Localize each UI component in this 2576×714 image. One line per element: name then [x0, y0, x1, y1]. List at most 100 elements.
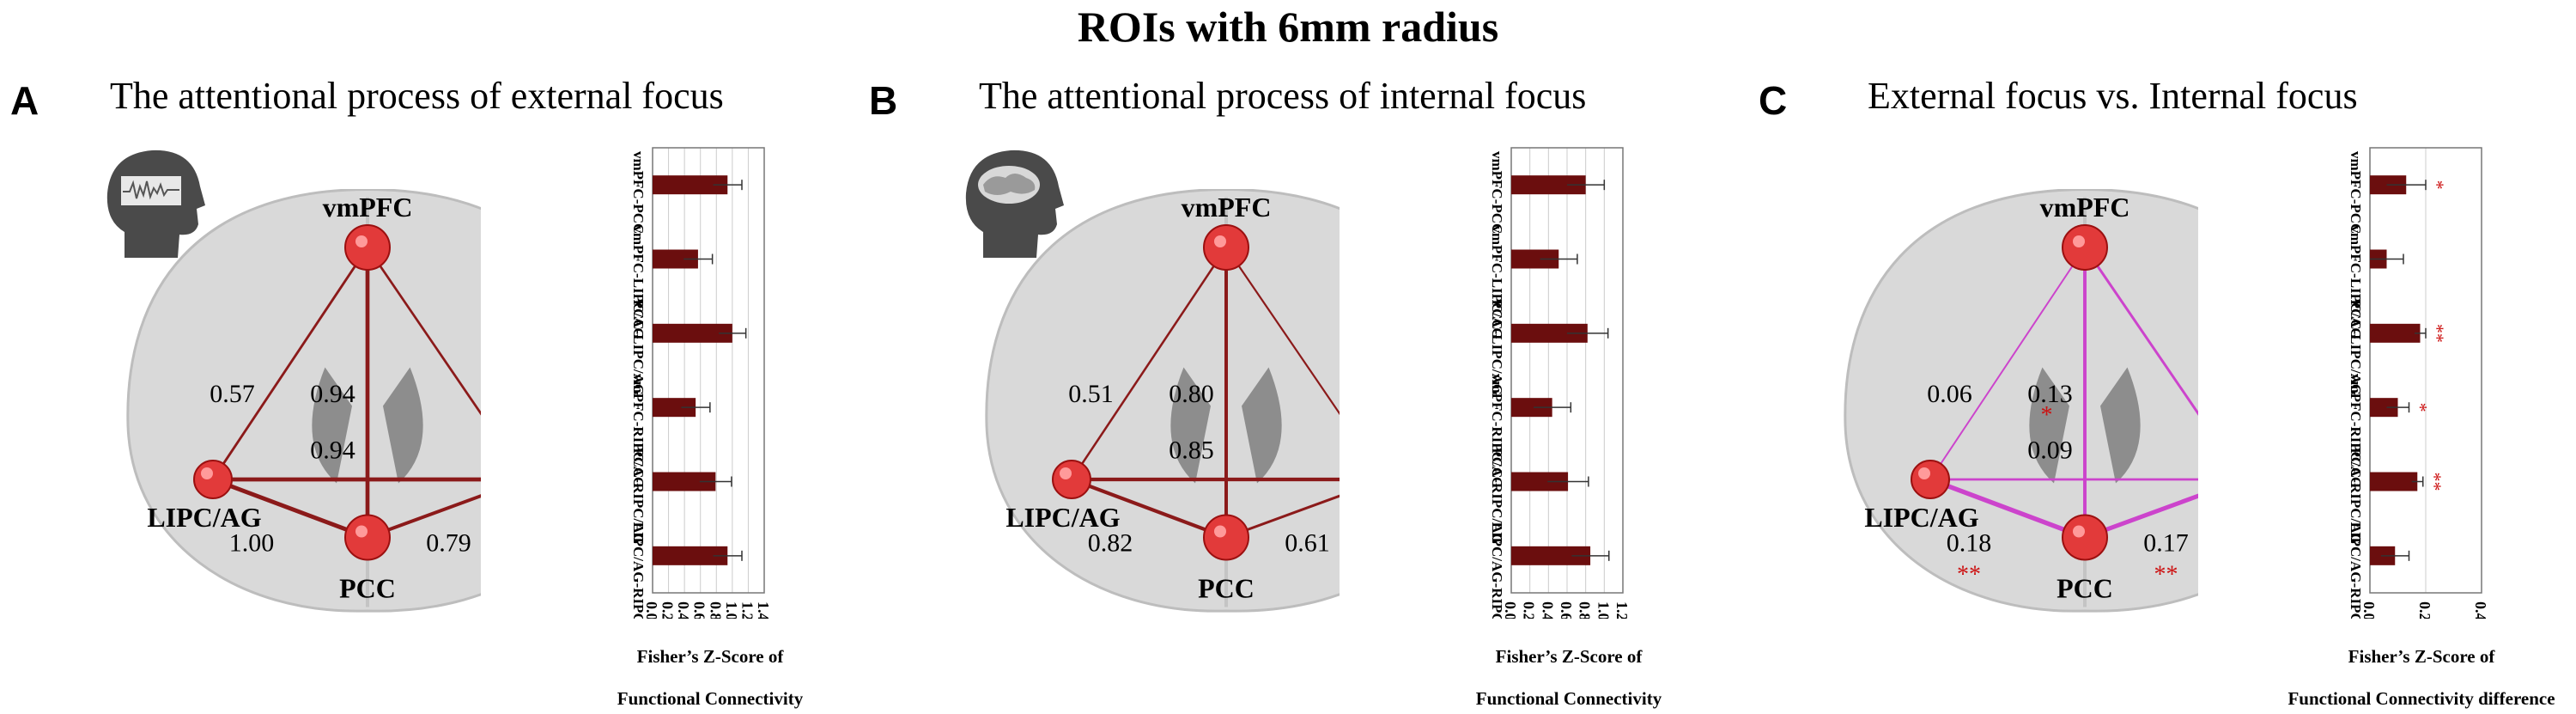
category-label: vmPFC-RIPC/AG: [2348, 374, 2364, 488]
node-label-vmpfc: vmPFC: [1182, 192, 1272, 223]
category-label: vmPFC-PCC: [630, 151, 647, 234]
tick-label: 0.0: [643, 601, 660, 619]
brain-network: vmPFCLIPC/AGRIPC/AGPCC0.510.800.440.850.…: [985, 189, 1340, 613]
edge-value-label: 0.51: [1068, 380, 1114, 408]
edge-value-label: 0.79: [426, 528, 471, 557]
tick-label: 1.0: [1595, 601, 1612, 619]
tick-label: 0.4: [1539, 601, 1556, 619]
category-label: vmPFC-PCC: [2348, 151, 2364, 234]
node-left: [193, 460, 233, 499]
edge-vmpfc-ripcag: [366, 246, 481, 416]
category-label: LIPC/AG-RIPC/AG: [630, 522, 647, 619]
brain-silhouette: [1844, 189, 2198, 613]
edge-pcc-lipcag: [1069, 477, 1229, 540]
panel-a: A The attentional process of external fo…: [0, 60, 859, 714]
bar: [653, 546, 728, 565]
edge-pcc-ripcag: [2082, 493, 2198, 540]
head-brainwave-icon: [106, 150, 205, 258]
tick-label: 1.4: [755, 601, 772, 619]
node-highlight: [355, 525, 368, 538]
significance-marker: *: [2041, 402, 2053, 429]
edge-value-label: 0.85: [1169, 436, 1214, 464]
bar: [2370, 398, 2398, 418]
node-top: [1203, 224, 1249, 271]
node-highlight: [1060, 467, 1072, 479]
node-label-lipc: LIPC/AG: [147, 502, 261, 533]
bar: [1511, 249, 1559, 269]
edge-pcc-ripcag: [366, 494, 481, 540]
category-label: vmPFC-LIPC/AG: [2348, 225, 2364, 339]
bar: [653, 175, 728, 195]
tick-label: 0.2: [659, 601, 677, 619]
bar: [1511, 175, 1586, 195]
x-axis-label-line2: Functional Connectivity difference: [2287, 688, 2555, 709]
brain-group: vmPFCLIPC/AGRIPC/AGPCC0.510.800.440.850.…: [985, 189, 1340, 613]
edge-vmpfc-lipcag: [1929, 247, 2086, 480]
edge-pcc-lipcag: [210, 477, 370, 540]
brain-ventricle-right: [1242, 367, 1282, 484]
bar-chart: vmPFC-PCC*vmPFC-LIPC/AGPCC-LIPC/AG**vmPF…: [2348, 147, 2489, 619]
node-label-pcc: PCC: [1198, 573, 1255, 604]
x-axis-label-line1: Fisher’s Z-Score of: [2348, 646, 2495, 667]
bar-chart: vmPFC-PCCvmPFC-LIPC/AGPCC-LIPC/AGvmPFC-R…: [630, 147, 772, 619]
tick-label: 0.0: [1502, 601, 1519, 619]
tick-label: 1.2: [738, 601, 756, 619]
node-highlight: [1214, 525, 1226, 538]
bar: [1511, 472, 1569, 491]
bar: [2370, 323, 2421, 343]
node-highlight: [1918, 467, 1930, 479]
category-label: vmPFC-RIPC/AG: [1489, 374, 1505, 488]
panel-c: C External focus vs. Internal focus vmPF…: [1717, 60, 2576, 714]
category-label: LIPC/AG-RIPC/AG: [1489, 522, 1505, 619]
brain-ventricle-left: [2029, 367, 2069, 484]
node-label-pcc: PCC: [339, 573, 396, 604]
category-label: vmPFC-LIPC/AG: [630, 225, 647, 339]
x-axis-label-line2: Functional Connectivity: [617, 688, 804, 709]
edge-value-label: 0.18: [1947, 528, 1992, 557]
bar-chart: vmPFC-PCCvmPFC-LIPC/AGPCC-LIPC/AGvmPFC-R…: [1489, 147, 1631, 619]
bar: [1511, 323, 1588, 343]
node-highlight: [2073, 525, 2085, 538]
figure-title: ROIs with 6mm radius: [1077, 3, 1499, 51]
tick-label: 0.2: [1521, 601, 1538, 619]
brain-ventricle-left: [312, 367, 352, 484]
bar: [1511, 398, 1552, 418]
bar: [653, 323, 732, 343]
panel-b: B The attentional process of internal fo…: [859, 60, 1717, 714]
edge-value-label: 0.94: [310, 380, 355, 408]
node-highlight: [201, 467, 213, 479]
edge-value-label: 0.82: [1088, 528, 1133, 557]
node-label-pcc: PCC: [2057, 573, 2113, 604]
brain-silhouette: [126, 189, 481, 613]
tick-label: 0.6: [1558, 601, 1575, 619]
x-axis-label-line2: Functional Connectivity: [1475, 688, 1662, 709]
edge-value-label: 1.00: [229, 528, 275, 557]
edge-value-label: 0.57: [210, 380, 255, 408]
node-label-lipc: LIPC/AG: [1864, 502, 1978, 533]
edge-value-label: 0.94: [310, 436, 355, 464]
node-left: [1911, 460, 1950, 499]
bar: [2370, 472, 2418, 491]
category-label: PCC-RIPC/AG: [2348, 448, 2364, 544]
plot-frame: [652, 147, 765, 594]
significance-marker: **: [1957, 561, 1981, 588]
head-brain-icon: [965, 150, 1064, 258]
plot-frame: [2369, 147, 2482, 594]
tick-label: 0.0: [2360, 601, 2378, 619]
edge-value-label: 0.13: [2027, 380, 2073, 408]
brain-group: vmPFCLIPC/AGRIPC/AGPCC0.060.13*0.10*0.09…: [1844, 189, 2198, 613]
category-label: LIPC/AG-RIPC/AG: [2348, 522, 2364, 619]
edge-value-label: 0.17: [2143, 528, 2189, 557]
category-label: vmPFC-RIPC/AG: [630, 374, 647, 488]
edge-value-label: 0.80: [1169, 380, 1214, 408]
node-highlight: [2073, 235, 2085, 247]
tick-label: 1.2: [1613, 601, 1631, 619]
node-bottom: [1203, 514, 1249, 561]
tick-label: 0.8: [1577, 601, 1594, 619]
category-label: PCC-LIPC/AG: [630, 300, 647, 395]
edge-pcc-ripcag: [1224, 494, 1340, 540]
significance-marker: *: [2410, 403, 2432, 412]
edge-value-label: 0.61: [1285, 528, 1330, 557]
significance-marker: *: [2427, 180, 2448, 190]
edge-vmpfc-lipcag: [211, 246, 369, 481]
